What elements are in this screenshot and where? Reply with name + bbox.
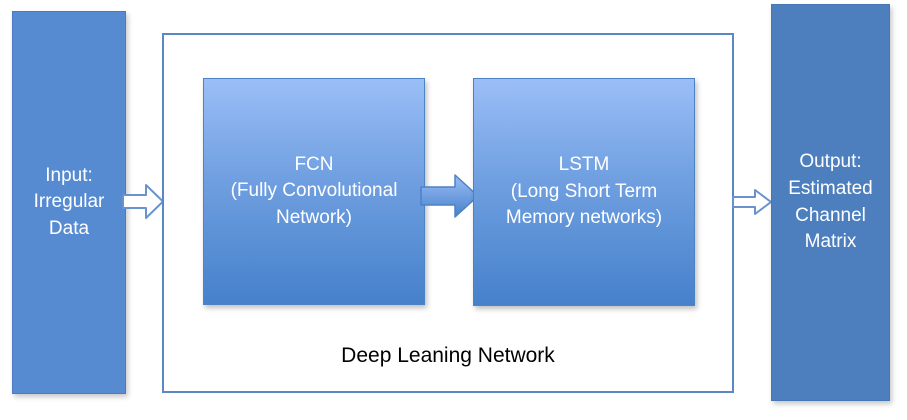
lstm-box: LSTM (Long Short Term Memory networks) <box>473 78 695 306</box>
input-box: Input: Irregular Data <box>12 11 126 394</box>
output-box-label: Output: Estimated Channel Matrix <box>788 151 873 253</box>
deep-learning-network-label: Deep Leaning Network <box>341 344 555 367</box>
fcn-box-label: FCN (Fully Convolutional Network) <box>230 153 398 228</box>
lstm-box-label: LSTM (Long Short Term Memory networks) <box>505 154 663 229</box>
fcn-box: FCN (Fully Convolutional Network) <box>203 78 425 305</box>
input-box-label: Input: Irregular Data <box>33 164 105 239</box>
arrow-fcn-to-lstm-icon <box>420 174 479 218</box>
arrow-network-to-output-icon <box>732 189 772 215</box>
output-box: Output: Estimated Channel Matrix <box>771 4 890 401</box>
arrow-input-to-network-icon <box>122 184 164 219</box>
